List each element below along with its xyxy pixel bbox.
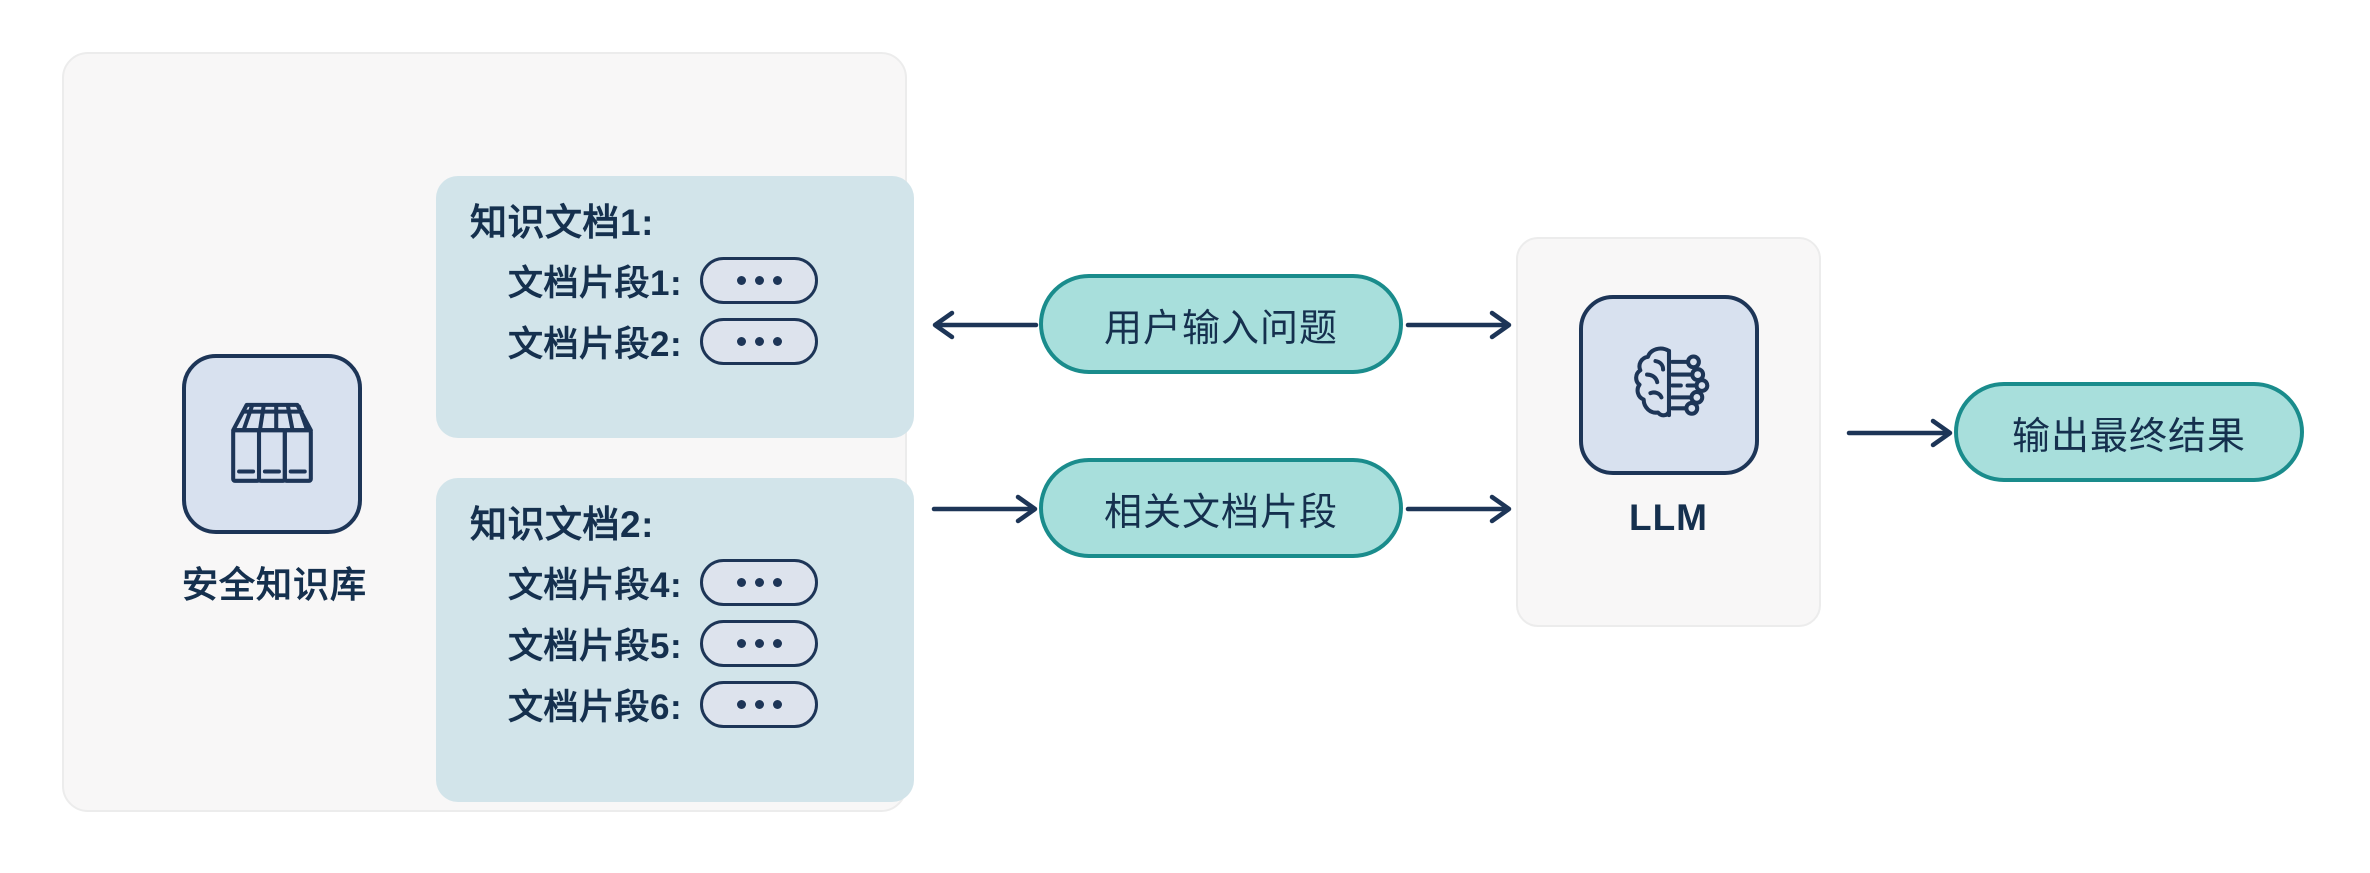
document-card: 知识文档2: 文档片段4: 文档片段5: 文档片段6: bbox=[436, 478, 914, 802]
dot-icon bbox=[772, 638, 782, 648]
arrow-llm-to-output bbox=[1845, 413, 1955, 453]
dot-icon bbox=[754, 699, 764, 709]
ellipsis-pill[interactable] bbox=[700, 619, 819, 667]
dot-icon bbox=[754, 638, 764, 648]
document-segment-label: 文档片段1: bbox=[508, 263, 683, 303]
brain-circuit-icon bbox=[1615, 329, 1723, 442]
arrow-question-to-knowledge-base bbox=[930, 305, 1040, 345]
dot-icon bbox=[772, 577, 782, 587]
ellipsis-pill[interactable] bbox=[700, 317, 819, 365]
document-segment-row: 文档片段5: bbox=[508, 618, 880, 669]
dot-icon bbox=[754, 336, 764, 346]
arrow-segments-to-llm bbox=[1404, 489, 1514, 529]
document-title: 知识文档2: bbox=[470, 504, 654, 545]
document-segment-label: 文档片段6: bbox=[508, 687, 683, 727]
document-segment-row: 文档片段6: bbox=[508, 679, 880, 730]
books-archive-icon-tile bbox=[182, 354, 362, 534]
books-archive-icon bbox=[218, 388, 326, 501]
final-output-pill[interactable]: 输出最终结果 bbox=[1954, 382, 2304, 482]
knowledge-base-panel: 安全知识库 知识文档1: 文档片段1: 文档片段2: 知识文档2: 文档片段4:… bbox=[62, 52, 914, 812]
ellipsis-pill[interactable] bbox=[700, 680, 819, 728]
dot-icon bbox=[736, 336, 746, 346]
document-segment-row: 文档片段2: bbox=[508, 316, 880, 367]
ellipsis-pill[interactable] bbox=[700, 558, 819, 606]
document-title: 知识文档1: bbox=[470, 202, 654, 243]
llm-panel: LLM bbox=[1516, 237, 1821, 627]
dot-icon bbox=[736, 577, 746, 587]
dot-icon bbox=[754, 275, 764, 285]
document-segment-label: 文档片段4: bbox=[508, 565, 683, 605]
brain-circuit-icon-tile bbox=[1578, 295, 1759, 475]
dot-icon bbox=[736, 275, 746, 285]
user-question-pill[interactable]: 用户输入问题 bbox=[1039, 274, 1403, 374]
knowledge-base-label: 安全知识库 bbox=[182, 564, 368, 605]
dot-icon bbox=[772, 336, 782, 346]
arrow-question-to-llm bbox=[1404, 305, 1514, 345]
arrow-knowledge-base-to-segments bbox=[930, 489, 1040, 529]
knowledge-base-icon-group: 安全知识库 bbox=[182, 354, 368, 608]
dot-icon bbox=[754, 577, 764, 587]
document-segment-row: 文档片段1: bbox=[508, 255, 880, 306]
ellipsis-pill[interactable] bbox=[700, 256, 819, 304]
document-segment-label: 文档片段5: bbox=[508, 626, 683, 666]
document-card: 知识文档1: 文档片段1: 文档片段2: bbox=[436, 176, 914, 438]
dot-icon bbox=[772, 699, 782, 709]
document-segment-label: 文档片段2: bbox=[508, 324, 683, 364]
dot-icon bbox=[736, 699, 746, 709]
document-segment-row: 文档片段4: bbox=[508, 557, 880, 608]
dot-icon bbox=[736, 638, 746, 648]
relevant-segments-pill[interactable]: 相关文档片段 bbox=[1039, 458, 1403, 558]
llm-label: LLM bbox=[1628, 497, 1709, 538]
dot-icon bbox=[772, 275, 782, 285]
